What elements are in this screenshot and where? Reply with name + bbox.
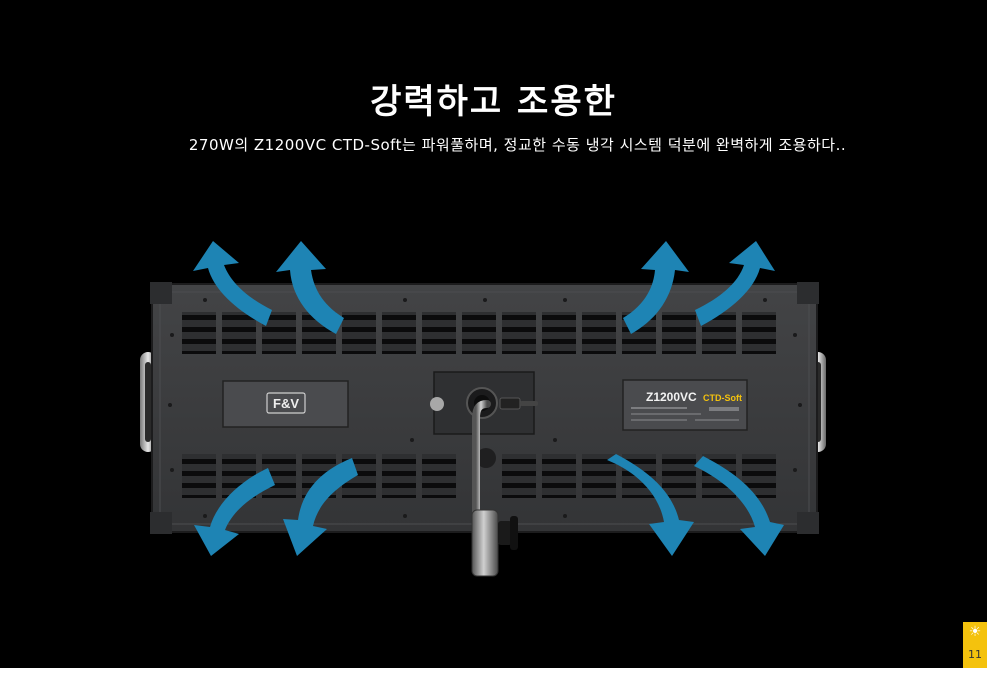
airflow-arrow-icon bbox=[193, 241, 272, 326]
page-title: 강력하고 조용한 bbox=[370, 82, 617, 122]
brand-logo: F&V bbox=[273, 396, 299, 411]
model-suffix: CTD-Soft bbox=[703, 393, 742, 403]
sun-icon: ☀ bbox=[968, 624, 982, 640]
airflow-arrow-icon bbox=[283, 458, 358, 556]
model-name: Z1200VC CTD-Soft bbox=[646, 390, 742, 404]
vent-grille-top bbox=[182, 312, 776, 354]
page-number-badge: ☀ 11 bbox=[963, 622, 987, 668]
airflow-arrow-icon bbox=[623, 241, 689, 334]
airflow-arrow-icon bbox=[276, 241, 344, 334]
model-main: Z1200VC bbox=[646, 390, 697, 404]
model-label-plate bbox=[622, 379, 748, 431]
brand-plate bbox=[222, 380, 349, 428]
page-subtitle: 270W의 Z1200VC CTD-Soft는 파워풀하며, 정교한 수동 냉각… bbox=[188, 136, 847, 154]
airflow-arrow-icon bbox=[694, 456, 784, 556]
page-number: 11 bbox=[968, 648, 982, 661]
airflow-arrow-icon bbox=[194, 468, 275, 556]
airflow-arrow-icon bbox=[695, 241, 775, 326]
airflow-arrow-icon bbox=[607, 454, 694, 556]
yoke-mount bbox=[471, 400, 518, 577]
airflow-arrows bbox=[193, 241, 784, 556]
